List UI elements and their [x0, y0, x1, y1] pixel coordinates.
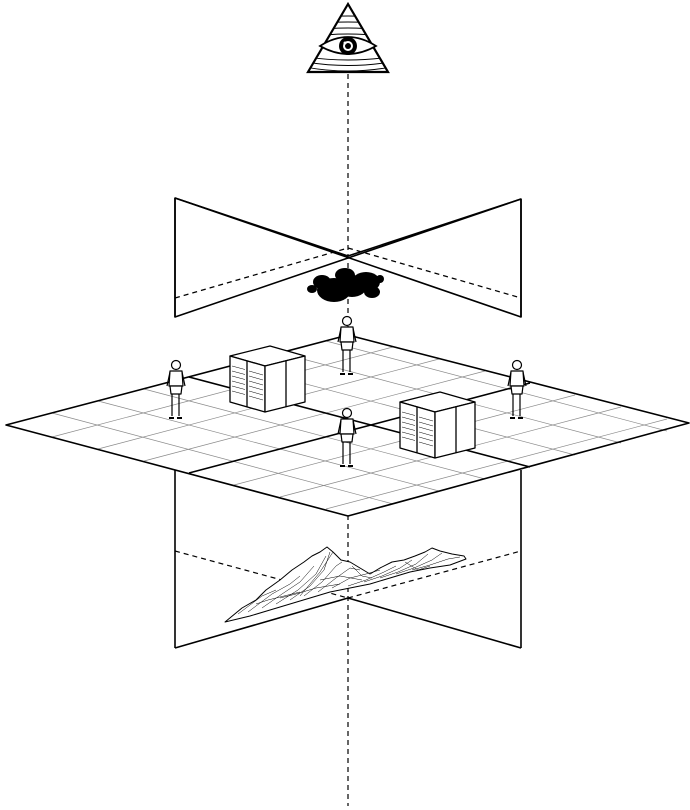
upper-vertical-planes — [174, 197, 522, 318]
eye-of-providence-icon — [306, 1, 390, 74]
server-rack-icon — [399, 391, 476, 459]
person-front-icon — [337, 407, 357, 467]
mountain-range-icon — [224, 546, 467, 623]
person-back-icon — [337, 315, 357, 375]
smoke-cloud-icon — [307, 268, 384, 302]
server-rack-icon — [229, 345, 306, 413]
person-left-icon — [166, 359, 186, 419]
person-right-icon — [507, 359, 527, 419]
lower-vertical-planes — [174, 470, 522, 649]
